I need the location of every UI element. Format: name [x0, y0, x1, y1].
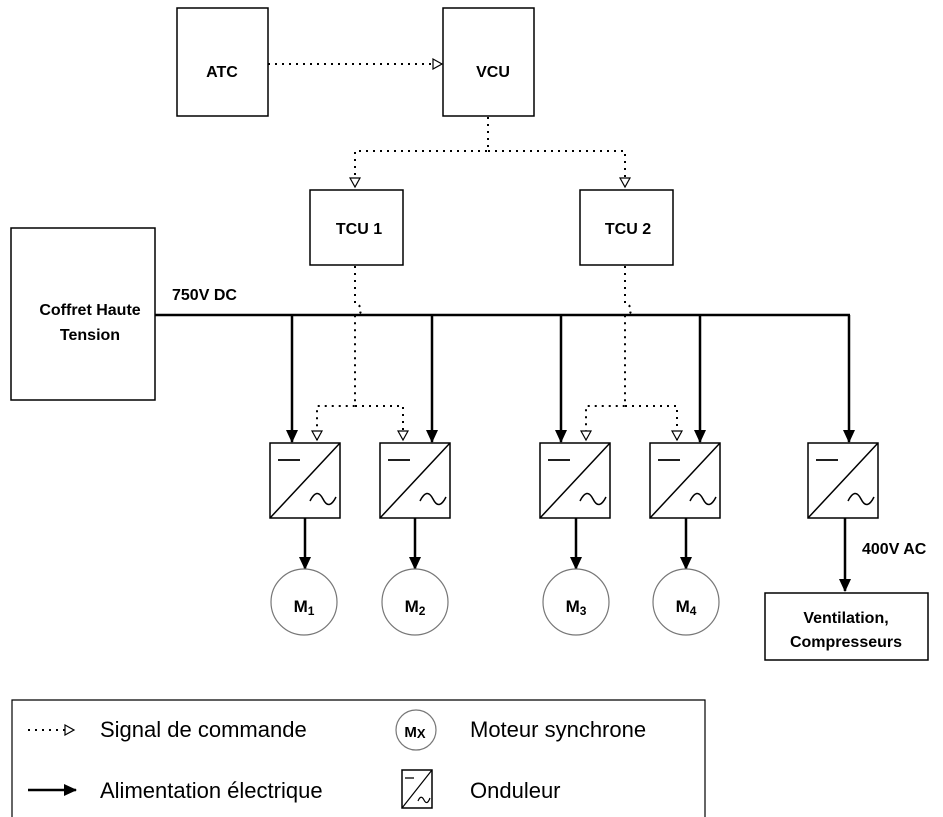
motor-3-index: 3 — [580, 604, 587, 618]
atc-block: ATC — [176, 7, 269, 117]
coffret-label-line1: Coffret Haute — [39, 302, 140, 319]
motor-2: M2 — [381, 568, 449, 636]
vcu-label: VCU — [476, 64, 510, 81]
command-signals — [268, 64, 677, 440]
legend-motor-text: Moteur synchrone — [470, 717, 646, 742]
signal-tcu2-to-inverter3 — [586, 266, 632, 440]
coffret-haute-tension-block: Coffret Haute Tension — [10, 227, 156, 401]
tcu1-block: TCU 1 — [309, 189, 404, 266]
motor-4-index: 4 — [690, 604, 697, 618]
motor-1-letter: M — [294, 597, 308, 616]
legend-motor-index: X — [417, 726, 426, 741]
signal-tcu1-to-inverter2 — [355, 405, 403, 440]
tcu1-label: TCU 1 — [336, 221, 382, 238]
tcu2-block: TCU 2 — [579, 189, 674, 266]
dc-bus: 750V DC — [155, 287, 850, 317]
power-feeds — [286, 315, 855, 443]
svg-text:M4: M4 — [676, 597, 697, 618]
legend-signal-text: Signal de commande — [100, 717, 307, 742]
inverter-outputs: 400V AC — [299, 518, 927, 592]
inverter-aux — [807, 442, 879, 519]
signal-tcu2-to-inverter4 — [625, 405, 677, 440]
legend-inverter-symbol — [401, 769, 433, 809]
svg-text:MX: MX — [404, 724, 426, 741]
tcu2-label: TCU 2 — [605, 221, 651, 238]
inverter-1 — [269, 442, 341, 519]
aux-label-line2: Compresseurs — [790, 634, 902, 651]
ac-label: 400V AC — [862, 541, 927, 558]
legend-frame — [11, 699, 706, 817]
inverter-2 — [379, 442, 451, 519]
motor-1-index: 1 — [308, 604, 315, 618]
legend-motor-symbol — [395, 709, 437, 751]
aux-label-line1: Ventilation, — [803, 610, 888, 627]
motor-2-letter: M — [405, 597, 419, 616]
inverter-4 — [649, 442, 721, 519]
inverters — [269, 442, 879, 519]
signal-vcu-to-tcu2 — [488, 150, 625, 187]
signal-vcu-to-tcu1 — [355, 117, 489, 187]
legend-motor-letter: M — [404, 724, 417, 741]
svg-text:M1: M1 — [294, 597, 315, 618]
coffret-label-line2: Tension — [60, 327, 120, 344]
motor-3-letter: M — [566, 597, 580, 616]
motor-2-index: 2 — [419, 604, 426, 618]
motor-1: M1 — [270, 568, 338, 636]
signal-tcu1-to-inverter1 — [317, 266, 362, 440]
vcu-block: VCU — [442, 7, 535, 117]
inverter-3 — [539, 442, 611, 519]
dc-bus-label: 750V DC — [172, 287, 237, 304]
svg-text:M2: M2 — [405, 597, 426, 618]
motor-3: M3 — [542, 568, 610, 636]
motor-4-letter: M — [676, 597, 690, 616]
atc-label: ATC — [206, 64, 238, 81]
legend-inverter-text: Onduleur — [470, 778, 561, 803]
motor-4: M4 — [652, 568, 720, 636]
ventilation-compresseurs-block: Ventilation, Compresseurs — [764, 592, 929, 661]
svg-text:M3: M3 — [566, 597, 587, 618]
legend-power-text: Alimentation électrique — [100, 778, 323, 803]
legend: Signal de commande Alimentation électriq… — [11, 699, 706, 817]
